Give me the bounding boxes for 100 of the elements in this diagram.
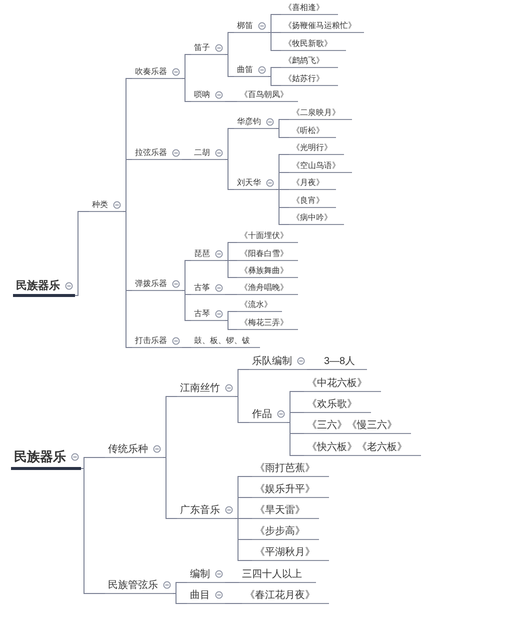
topic-text: 《步步高》 [255, 524, 305, 538]
topic-text: 《彝族舞曲》 [240, 265, 288, 276]
leaf-topic [289, 160, 352, 173]
leaf-topic [304, 397, 371, 413]
topic-text: 《三六》《慢三六》 [307, 418, 397, 432]
leaf-topic [304, 418, 411, 434]
leaf-topic [252, 503, 319, 519]
topic-node [132, 278, 182, 291]
leaf-topic [281, 73, 338, 86]
leaf-topic [237, 282, 298, 295]
connector-line [286, 412, 304, 423]
leaf-topic [252, 545, 329, 561]
connector-line [182, 78, 192, 102]
topic-text: 《快六板》《老六板》 [307, 440, 407, 454]
connector-line [276, 189, 290, 225]
leaf-topic [191, 335, 260, 348]
connector-line [224, 54, 234, 77]
topic-text: 《娱乐升平》 [255, 482, 315, 496]
connector-line [182, 159, 192, 160]
topic-node [191, 248, 225, 261]
connector-line [182, 347, 192, 348]
topic-text: 弹拨乐器 [135, 278, 167, 289]
connector-line [182, 260, 192, 291]
connector-line [224, 582, 240, 583]
leaf-topic [289, 125, 336, 138]
leaf-topic [237, 265, 298, 278]
connector-line [224, 242, 238, 261]
topic-node [89, 199, 123, 212]
topic-node [234, 20, 268, 33]
topic-text: 《旱天雷》 [255, 504, 305, 517]
topic-node [191, 282, 225, 295]
leaf-topic [289, 142, 344, 155]
connector-line [224, 159, 234, 190]
topic-node [187, 567, 225, 583]
topic-text: 《空山鸟语》 [292, 160, 340, 171]
topic-text: 《阳春白雪》 [240, 248, 288, 259]
leaf-topic [237, 230, 298, 243]
leaf-topic [289, 195, 336, 208]
topic-text: 刘天华 [237, 177, 261, 188]
topic-text: 曲笛 [237, 64, 253, 75]
topic-node [234, 64, 268, 77]
topic-text: 鼓、板、锣、钹 [194, 335, 250, 346]
connector-line [306, 369, 322, 370]
connector-line [224, 260, 238, 278]
topic-text: 拉弦乐器 [135, 147, 167, 158]
topic-text: 二胡 [194, 147, 210, 158]
topic-text: 广东音乐 [180, 504, 220, 517]
topic-text: 古琴 [194, 308, 210, 319]
central-topic [11, 448, 81, 470]
connector-line [268, 67, 282, 77]
connector-line [234, 518, 252, 561]
topic-text: 唢呐 [194, 89, 210, 100]
topic-node [187, 588, 225, 604]
topic-node [191, 147, 225, 160]
connector-line [286, 422, 304, 456]
topic-text: 乐队编制 [252, 354, 292, 368]
topic-node [191, 42, 225, 55]
topic-text: 《欢乐歌》 [307, 398, 357, 411]
connector-line [224, 32, 234, 55]
leaf-topic [281, 55, 338, 68]
topic-text: 《喜相逢》 [284, 2, 324, 13]
connector-line [122, 211, 132, 348]
topic-text: 《病中吟》 [292, 212, 332, 223]
connector-line [276, 119, 290, 129]
topic-node [191, 308, 225, 321]
connector-line [80, 468, 106, 594]
topic-node [105, 442, 163, 458]
topic-node [177, 503, 235, 519]
topic-node [132, 335, 182, 348]
topic-text: 梆笛 [237, 20, 253, 31]
connector-line [224, 603, 242, 604]
topic-text: 《光明行》 [292, 142, 332, 153]
connector-line [224, 311, 238, 321]
topic-text: 《听松》 [292, 125, 324, 136]
leaf-topic [289, 212, 344, 225]
topic-node [249, 354, 307, 370]
connector-line [74, 211, 90, 296]
connector-line [172, 582, 188, 594]
topic-text: 作品 [252, 408, 272, 421]
topic-text: 曲目 [190, 588, 210, 602]
connector-line [234, 497, 252, 519]
topic-text: 《雨打芭蕉》 [255, 462, 315, 475]
topic-text: 编制 [190, 568, 210, 581]
topic-text: 《春江花月夜》 [245, 588, 315, 602]
connector-line [268, 76, 282, 86]
connector-line [80, 457, 106, 469]
topic-text: 《扬鞭催马运粮忙》 [284, 20, 356, 31]
leaf-topic [281, 38, 346, 51]
topic-node [249, 407, 287, 423]
topic-node [132, 147, 182, 160]
topic-text: 民族管弦乐 [108, 578, 158, 592]
leaf-topic [237, 299, 282, 312]
topic-text: 笛子 [194, 42, 210, 53]
topic-text: 《良宵》 [292, 195, 324, 206]
topic-node [132, 66, 182, 79]
leaf-topic [252, 482, 329, 498]
topic-text: 江南丝竹 [180, 382, 220, 395]
topic-text: 《渔舟唱晚》 [240, 282, 288, 293]
topic-node [105, 578, 173, 594]
topic-text: 《平湖秋月》 [255, 546, 315, 559]
